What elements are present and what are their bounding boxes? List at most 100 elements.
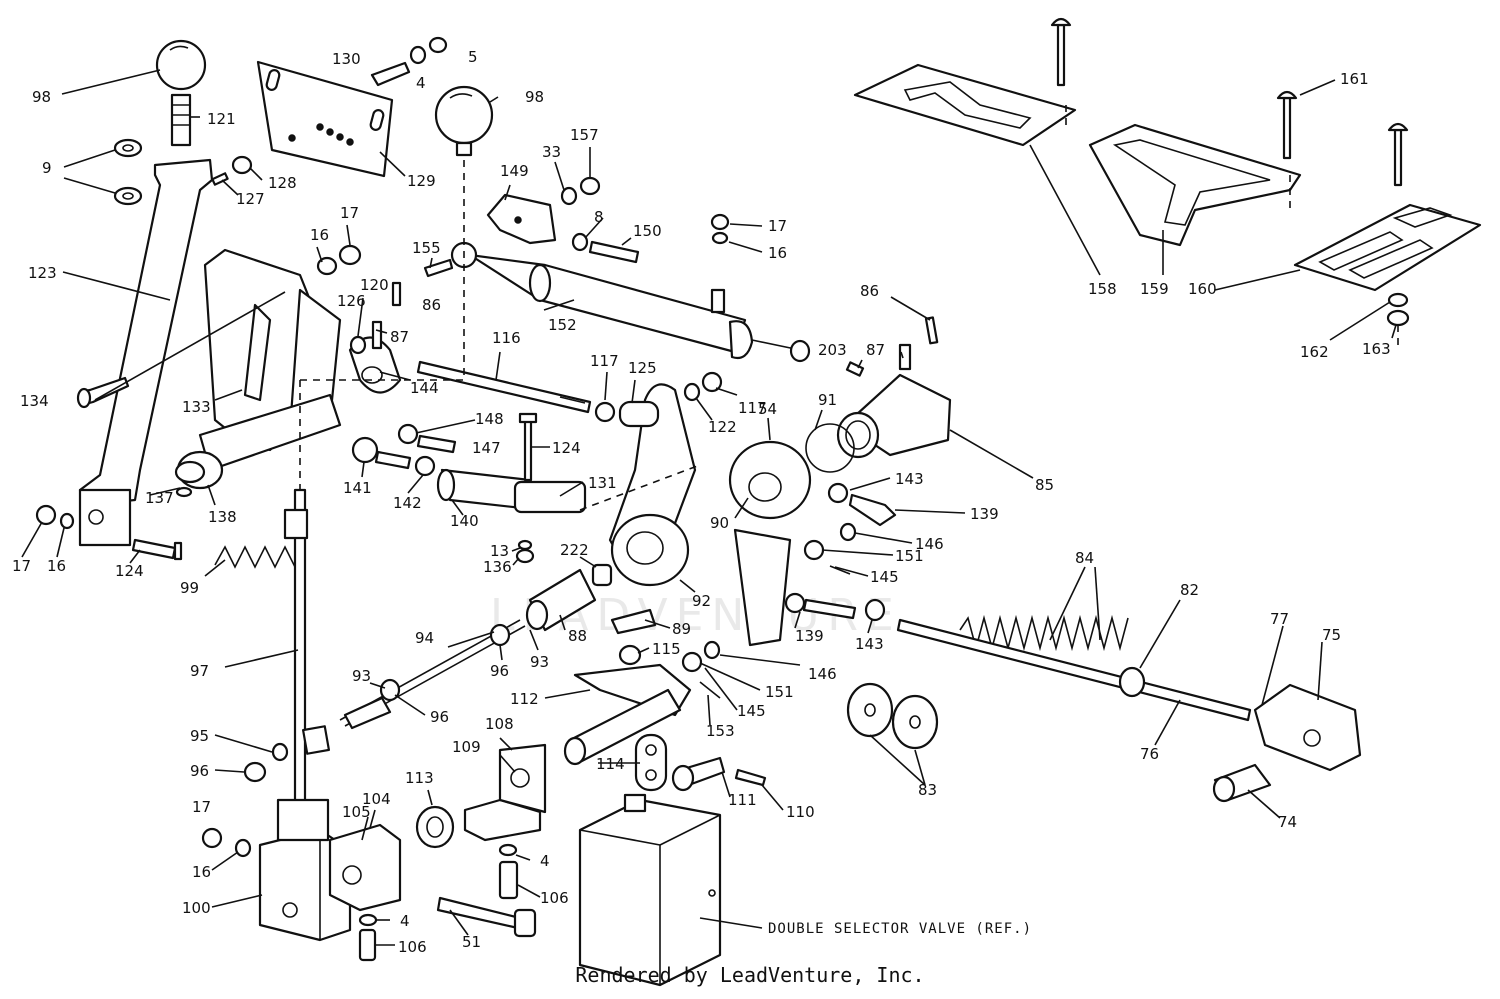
small-hardware — [35, 36, 939, 962]
bracket-149 — [486, 193, 557, 245]
callout: 129 — [407, 172, 436, 190]
callout: 17 — [12, 557, 31, 575]
callout: 124 — [552, 439, 581, 457]
callout: 130 — [332, 50, 361, 68]
callout: 75 — [1322, 626, 1341, 644]
callout: 150 — [633, 222, 662, 240]
callout: 4 — [416, 74, 426, 92]
callout: 124 — [115, 562, 144, 580]
callout: 115 — [652, 640, 681, 658]
callout: 144 — [410, 379, 439, 397]
callout: 92 — [692, 592, 711, 610]
callout: 147 — [472, 439, 501, 457]
callout: 139 — [795, 627, 824, 645]
callout: 76 — [1140, 745, 1159, 763]
callout: 77 — [1270, 610, 1289, 628]
nut-9-b — [113, 186, 143, 206]
callout: 134 — [20, 392, 49, 410]
callout: 153 — [706, 722, 735, 740]
callout: 117 — [590, 352, 619, 370]
callout: 127 — [236, 190, 265, 208]
callout: 89 — [672, 620, 691, 638]
callout: 149 — [500, 162, 529, 180]
callout: 111 — [728, 791, 757, 809]
callout: 106 — [540, 889, 569, 907]
snap-ring-91 — [805, 423, 855, 473]
callout: 203 — [818, 341, 847, 359]
nut-163 — [1386, 309, 1410, 327]
callout: 145 — [870, 568, 899, 586]
callout: 120 — [360, 276, 389, 294]
rod-97 — [283, 488, 309, 822]
callout: 146 — [808, 665, 837, 683]
plate-160 — [1293, 122, 1482, 292]
callout: 145 — [737, 702, 766, 720]
callout: 86 — [422, 296, 441, 314]
bolt-51 — [436, 896, 537, 938]
callout: 83 — [918, 781, 937, 799]
callout: 93 — [352, 667, 371, 685]
washer-162 — [1387, 292, 1409, 308]
arm-140 — [436, 468, 587, 514]
callout: 4 — [400, 912, 410, 930]
shaft-138 — [174, 393, 342, 490]
callout: 4 — [540, 852, 550, 870]
coupling-141 — [351, 436, 412, 470]
hub-90 — [728, 440, 812, 647]
callout: 143 — [855, 635, 884, 653]
callout: 110 — [786, 803, 815, 821]
reference-label: DOUBLE SELECTOR VALVE (REF.) — [768, 921, 1032, 937]
callout: 151 — [765, 683, 794, 701]
callout: 116 — [492, 329, 521, 347]
callout: 9 — [42, 159, 52, 177]
callout: 125 — [628, 359, 657, 377]
rod-76 — [896, 618, 1252, 722]
bracket-108 — [463, 743, 547, 842]
hub-92 — [610, 513, 690, 587]
callout: 8 — [594, 208, 604, 226]
bolt-134 — [76, 376, 130, 409]
rod-116 — [416, 360, 592, 414]
callout: 146 — [915, 535, 944, 553]
callout: 51 — [462, 933, 481, 951]
callout: 88 — [568, 627, 587, 645]
callout: 105 — [342, 803, 371, 821]
callout: 16 — [310, 226, 329, 244]
ring-113 — [415, 805, 455, 849]
callout: 106 — [398, 938, 427, 956]
callout: 17 — [768, 217, 787, 235]
callout: 112 — [510, 690, 539, 708]
sleeve-85 — [836, 343, 952, 459]
callout: 96 — [490, 662, 509, 680]
shift-lever-123 — [78, 158, 214, 547]
crank-112 — [563, 663, 692, 766]
selector-valve — [578, 793, 722, 987]
callout: 142 — [393, 494, 422, 512]
stud-121 — [170, 93, 192, 147]
callout: 84 — [1075, 549, 1094, 567]
callout: 96 — [430, 708, 449, 726]
callout: 74 — [1278, 813, 1297, 831]
link-114 — [634, 733, 668, 792]
callout: 16 — [768, 244, 787, 262]
callout: 123 — [28, 264, 57, 282]
callout: 91 — [818, 391, 837, 409]
pin-111 — [671, 756, 726, 792]
knob-left — [155, 39, 207, 91]
callout: 122 — [708, 418, 737, 436]
cylinder-152 — [468, 253, 811, 363]
knob-right — [434, 85, 494, 157]
callout: 140 — [450, 512, 479, 530]
callout: 113 — [405, 769, 434, 787]
callout: 158 — [1088, 280, 1117, 298]
callout: 139 — [970, 505, 999, 523]
callout: 141 — [343, 479, 372, 497]
callout: 98 — [525, 88, 544, 106]
callout: 90 — [710, 514, 729, 532]
callout: 155 — [412, 239, 441, 257]
callout: 16 — [47, 557, 66, 575]
callout-labels: 98 121 9 9 130 4 5 98 128 127 129 149 33… — [12, 48, 1391, 956]
callout: 137 — [145, 489, 174, 507]
plate-159 — [1088, 90, 1302, 247]
